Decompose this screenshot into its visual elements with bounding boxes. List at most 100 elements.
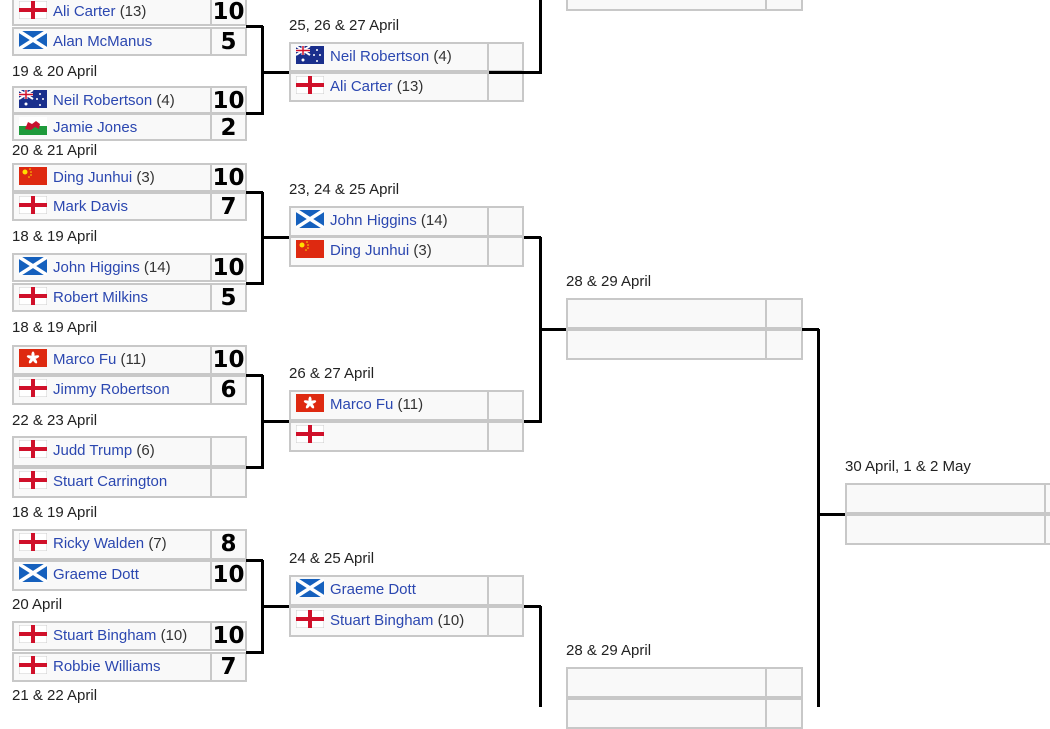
- england-flag-icon: [18, 286, 48, 306]
- player-row[interactable]: [566, 329, 803, 360]
- player-name-link[interactable]: Neil Robertson: [53, 92, 153, 109]
- bracket-line: [246, 191, 263, 194]
- player-name-link[interactable]: Graeme Dott: [330, 581, 416, 598]
- player-name-link[interactable]: Ding Junhui: [53, 169, 133, 186]
- scotland-flag-icon: [18, 562, 48, 584]
- match-date: 25, 26 & 27 April: [289, 17, 400, 34]
- player-row[interactable]: [566, 667, 803, 698]
- player-row[interactable]: Marco Fu (11)10: [12, 345, 247, 375]
- match-date: 22 & 23 April: [12, 412, 98, 429]
- bracket-line: [246, 651, 263, 654]
- score-cell: 2: [212, 113, 247, 141]
- bracket-line: [261, 26, 264, 115]
- player-row[interactable]: Stuart Bingham (10): [289, 606, 524, 637]
- player-name-link[interactable]: Jamie Jones: [53, 119, 138, 136]
- player-row[interactable]: Stuart Carrington: [12, 467, 247, 498]
- bracket-line: [818, 513, 845, 516]
- player-cell: Stuart Carrington: [12, 467, 212, 498]
- player-seed: (14): [143, 259, 171, 276]
- player-name-link[interactable]: Ali Carter: [53, 3, 116, 20]
- player-row[interactable]: Graeme Dott: [289, 575, 524, 606]
- player-name-link[interactable]: John Higgins: [53, 259, 140, 276]
- bracket-line: [246, 282, 263, 285]
- bracket-line: [262, 236, 289, 239]
- player-row[interactable]: [566, 698, 803, 729]
- england-flag-icon: [18, 195, 48, 215]
- match-date: 28 & 29 April: [566, 642, 652, 659]
- player-cell: [566, 667, 767, 698]
- bracket-line: [489, 71, 540, 74]
- player-name-link[interactable]: Ricky Walden: [53, 535, 145, 552]
- player-name-link[interactable]: Ali Carter: [330, 78, 393, 95]
- player-name-link[interactable]: Ding Junhui: [330, 242, 410, 259]
- england-flag-icon: [18, 624, 48, 644]
- match-date: 20 April: [12, 596, 63, 613]
- player-row[interactable]: Marco Fu (11): [289, 390, 524, 421]
- player-row[interactable]: John Higgins (14): [289, 206, 524, 237]
- scotland-flag-icon: [18, 255, 48, 277]
- score-cell: [489, 236, 524, 267]
- player-row[interactable]: Ding Junhui (3)10: [12, 163, 247, 192]
- player-cell: Marco Fu (11): [289, 390, 489, 421]
- score-cell: [767, 0, 803, 11]
- player-row[interactable]: John Higgins (14) 10: [12, 253, 247, 282]
- player-row[interactable]: Jimmy Robertson 6: [12, 375, 247, 405]
- player-row[interactable]: Robert Milkins 5: [12, 283, 247, 312]
- player-row[interactable]: Robbie Williams 7: [12, 652, 247, 682]
- player-name-link[interactable]: John Higgins: [330, 212, 417, 229]
- player-name-link[interactable]: Mark Davis: [53, 198, 129, 215]
- china-flag-icon: [296, 240, 324, 259]
- player-row[interactable]: Neil Robertson (4): [289, 42, 524, 72]
- match-date: 19 & 20 April: [12, 63, 98, 80]
- player-row[interactable]: Ali Carter (13)10: [12, 0, 247, 26]
- score-cell: 6: [212, 375, 247, 405]
- scotland-flag-icon: [295, 208, 325, 230]
- player-name-link[interactable]: Marco Fu: [330, 396, 394, 413]
- player-name-link[interactable]: Judd Trump: [53, 442, 133, 459]
- player-cell: Jamie Jones: [12, 113, 212, 141]
- player-seed: (13): [396, 78, 424, 95]
- player-name-link[interactable]: Stuart Bingham: [53, 627, 157, 644]
- player-name-link[interactable]: Jimmy Robertson: [53, 381, 170, 398]
- player-seed: (7): [148, 535, 167, 552]
- player-row[interactable]: Ali Carter (13): [289, 72, 524, 102]
- player-row[interactable]: Ding Junhui (3): [289, 236, 524, 267]
- player-name-link[interactable]: Robert Milkins: [53, 289, 149, 306]
- player-row[interactable]: [845, 514, 1050, 545]
- player-name-link[interactable]: Graeme Dott: [53, 566, 139, 583]
- player-row[interactable]: [845, 483, 1050, 514]
- player-row[interactable]: Neil Robertson (4)10: [12, 86, 247, 114]
- player-name-link[interactable]: Neil Robertson: [330, 48, 430, 65]
- score-cell: 10: [212, 86, 247, 114]
- score-cell: 10: [212, 253, 247, 282]
- player-row[interactable]: Judd Trump (6): [12, 436, 247, 467]
- player-name-link[interactable]: Stuart Bingham: [330, 612, 434, 629]
- hongkong-flag-icon: [19, 349, 47, 368]
- player-row[interactable]: [566, 0, 803, 11]
- score-cell: 10: [212, 621, 247, 651]
- player-seed: (4): [433, 48, 452, 65]
- player-seed: (11): [120, 351, 147, 368]
- player-name-link[interactable]: Stuart Carrington: [53, 473, 168, 490]
- player-row[interactable]: [566, 298, 803, 329]
- bracket-line: [524, 236, 541, 239]
- player-row[interactable]: Jamie Jones 2: [12, 113, 247, 141]
- player-row[interactable]: [289, 421, 524, 452]
- england-flag-icon: [18, 378, 48, 398]
- bracket-line: [817, 329, 820, 707]
- player-row[interactable]: Stuart Bingham (10)10: [12, 621, 247, 651]
- match-date: 28 & 29 April: [566, 273, 652, 290]
- player-row[interactable]: Ricky Walden (7)8: [12, 529, 247, 560]
- player-name-link[interactable]: Robbie Williams: [53, 658, 161, 675]
- player-name-link[interactable]: Alan McManus: [53, 33, 153, 50]
- score-cell: 7: [212, 652, 247, 682]
- bracket-line: [524, 71, 541, 74]
- score-cell: [767, 298, 803, 329]
- player-name-link[interactable]: Marco Fu: [53, 351, 117, 368]
- player-cell: Jimmy Robertson: [12, 375, 212, 405]
- player-cell: [845, 514, 1046, 545]
- score-cell: 5: [212, 283, 247, 312]
